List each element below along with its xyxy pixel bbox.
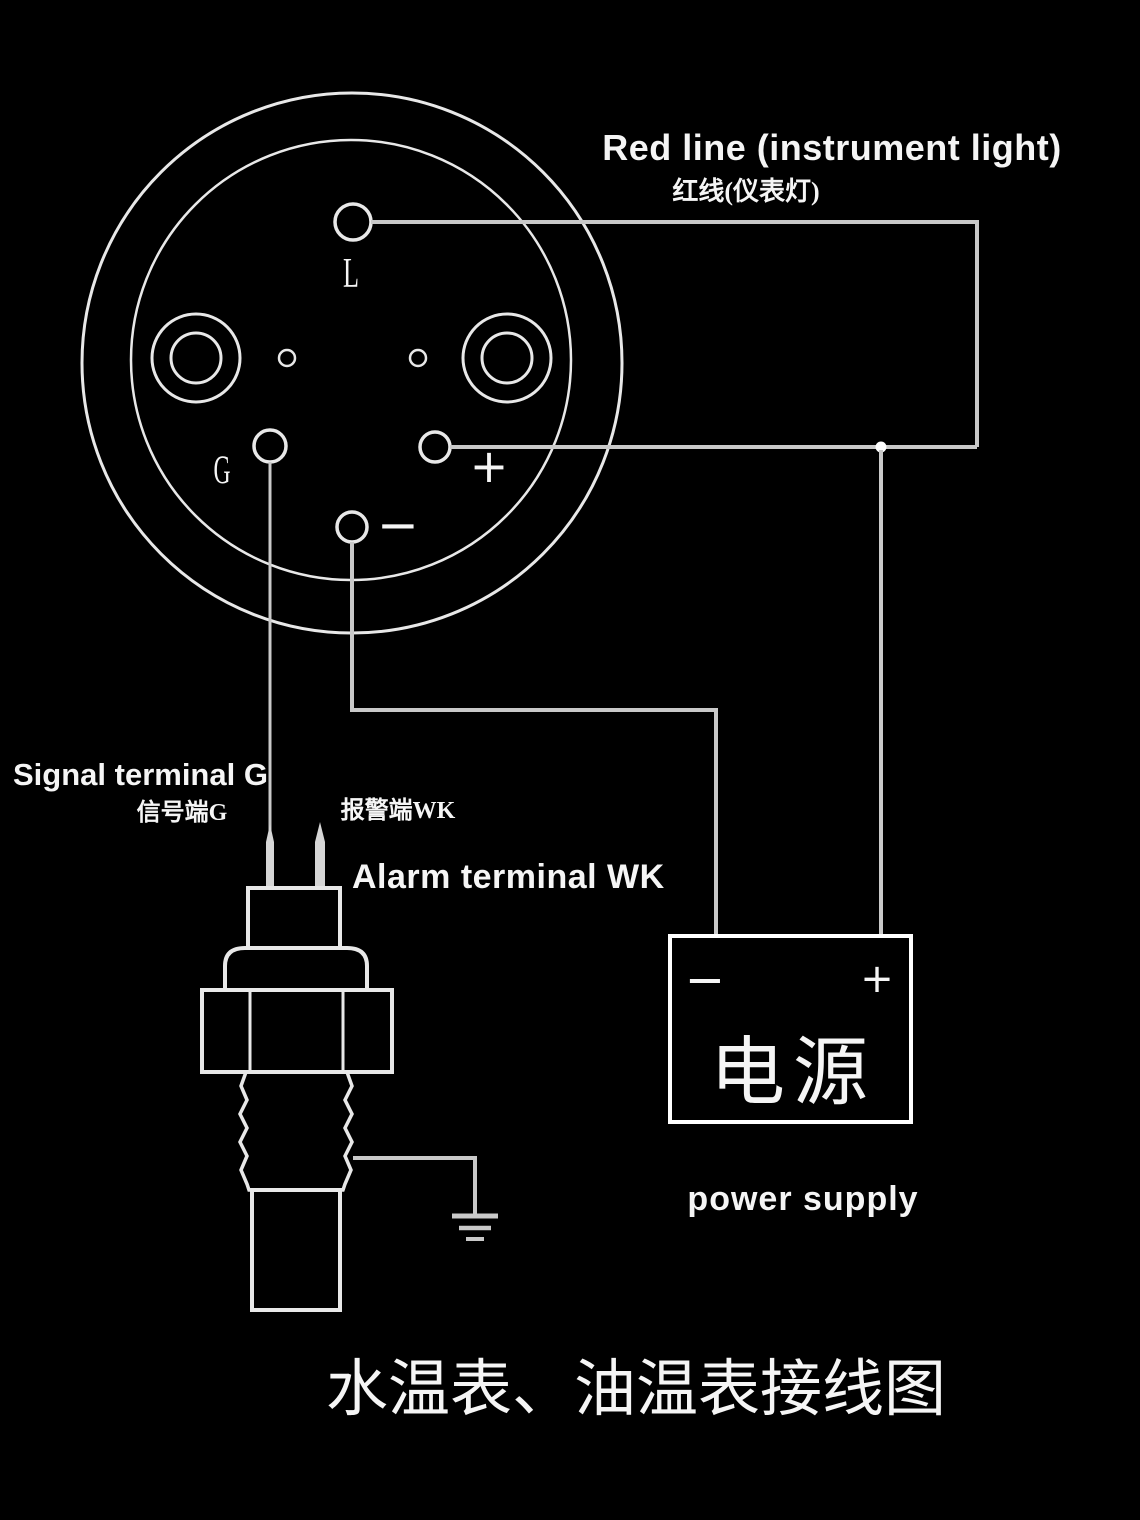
mount-boss-right-outer <box>461 312 553 404</box>
alarm-terminal-label-zh: 报警端WK <box>341 797 456 824</box>
red-line-label-en: Red line (instrument light) <box>602 127 1062 168</box>
sensor-pin-g <box>266 824 274 888</box>
terminal-l-stud <box>333 202 373 242</box>
alarm-terminal-label-en: Alarm terminal WK <box>352 858 665 896</box>
sensor-terminal-cap <box>246 886 342 950</box>
sensor-probe-body <box>250 1188 342 1312</box>
power-supply-minus-label: − <box>685 952 725 1008</box>
red-line-label-zh: 红线(仪表灯) <box>672 176 819 206</box>
pilot-hole-right <box>408 348 428 368</box>
wire-junction-dot <box>875 441 887 453</box>
mount-boss-left-inner <box>169 331 223 385</box>
pilot-hole-left <box>277 348 297 368</box>
sensor-shoulder <box>223 946 369 992</box>
power-supply-plus-label: + <box>860 956 894 1002</box>
wire-instrument-light <box>371 220 979 447</box>
gauge-inner-rim <box>129 138 573 582</box>
sensor-thread-section <box>238 1070 354 1192</box>
power-supply: − + 电源 power supply <box>668 934 918 1218</box>
mount-boss-right-inner <box>480 331 534 385</box>
terminal-plus-stud <box>418 430 452 464</box>
diagram-title: 水温表、油温表接线图 <box>326 1356 946 1424</box>
terminal-g-label: G <box>214 447 231 492</box>
sensor-pin-wk <box>315 822 325 888</box>
terminal-l-label: L <box>343 251 359 297</box>
terminal-minus-stud <box>335 510 369 544</box>
wire-ground <box>353 1156 477 1214</box>
signal-terminal-label-zh: 信号端G <box>137 798 228 826</box>
wire-minus-to-power-supply <box>350 542 718 936</box>
sensor-hex-nut <box>200 988 394 1074</box>
power-supply-box <box>668 934 913 1124</box>
power-supply-caption: power supply <box>687 1180 918 1218</box>
annotation-labels: Red line (instrument light) 红线(仪表灯) Sign… <box>13 127 1062 896</box>
power-supply-name: 电源 <box>710 1032 876 1115</box>
terminal-g-stud <box>252 428 288 464</box>
mount-boss-left-outer <box>150 312 242 404</box>
terminal-minus-label: − <box>377 496 419 554</box>
temperature-sensor <box>200 822 498 1312</box>
wiring <box>268 220 979 936</box>
signal-terminal-label-en: Signal terminal G <box>13 757 268 792</box>
